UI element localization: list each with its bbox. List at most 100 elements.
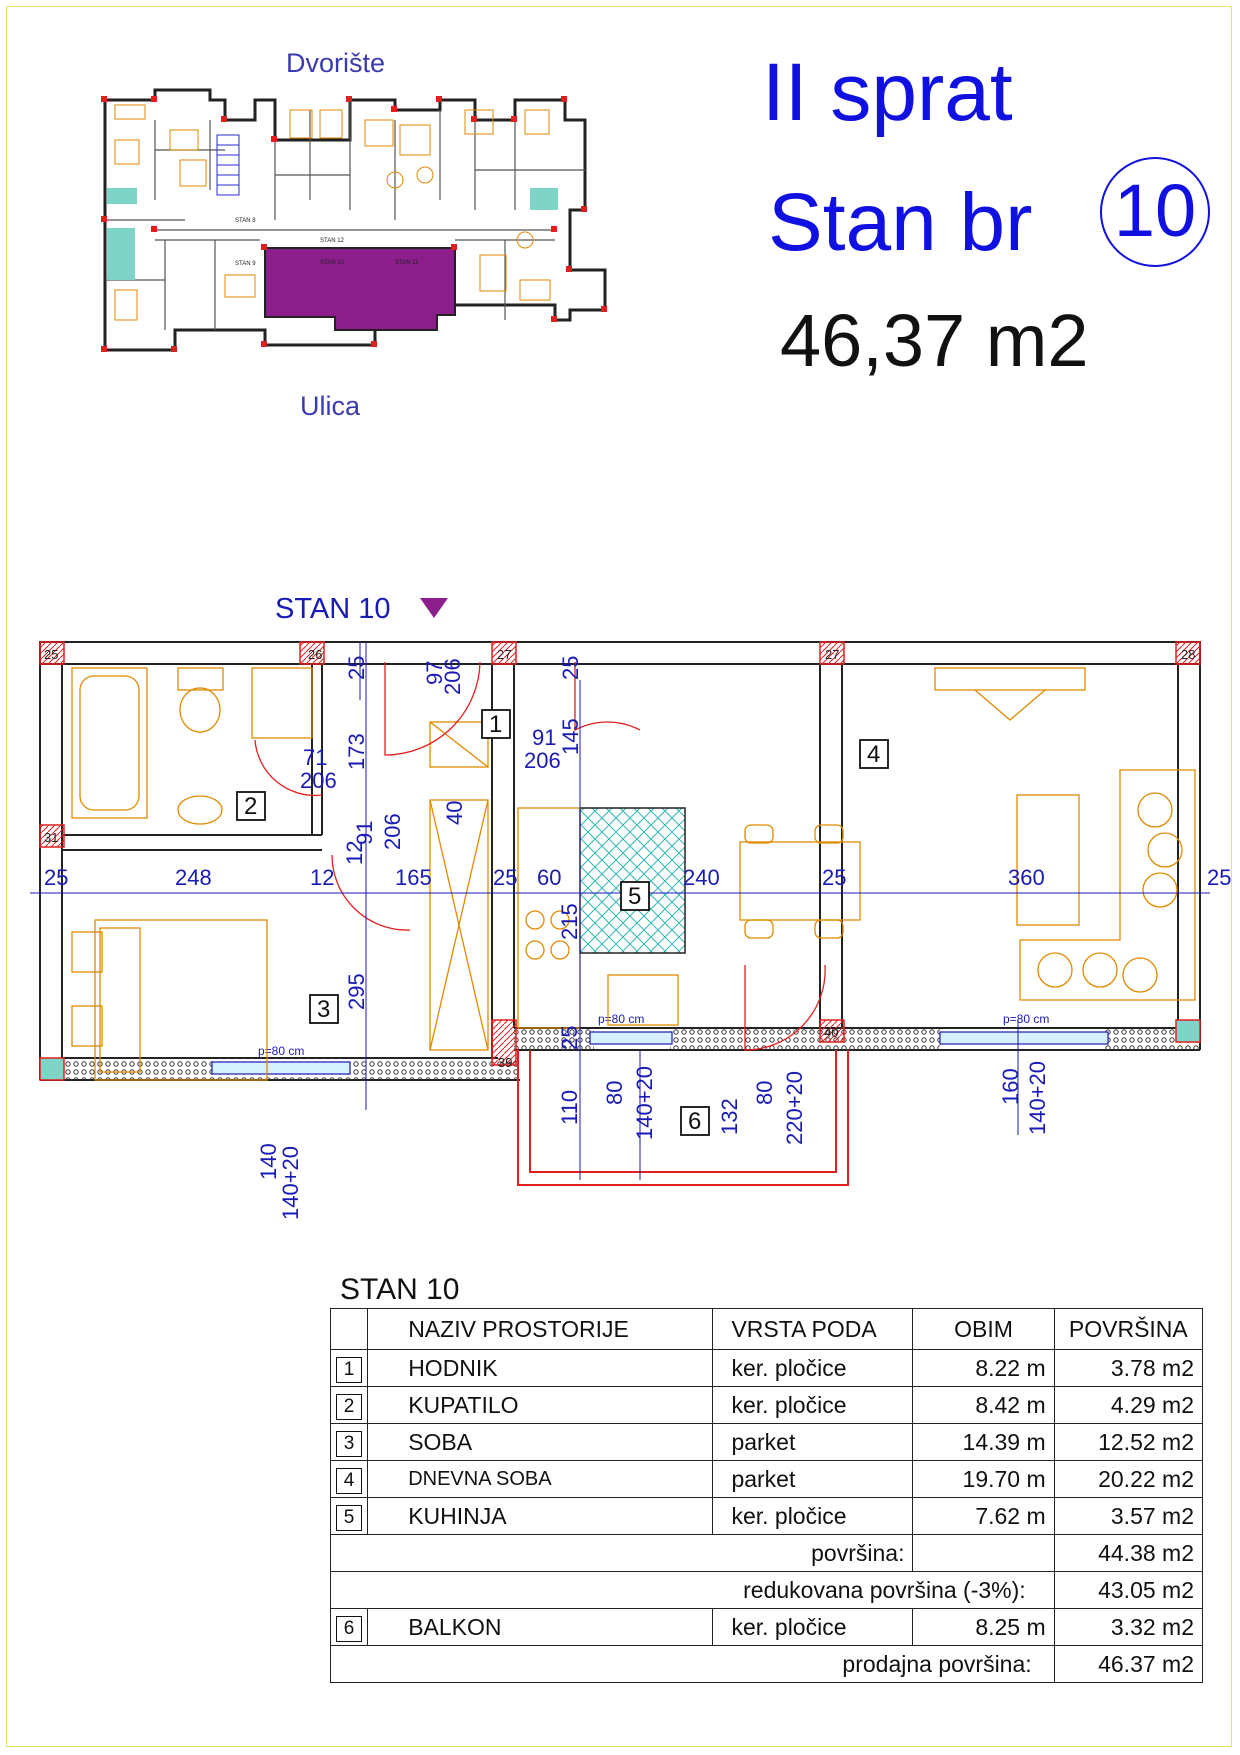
room-number-3: 3 — [317, 996, 330, 1023]
floor-plan: STAN 10 25 — [30, 593, 1231, 1220]
row-floor: ker. pločice — [712, 1386, 914, 1424]
corner-tag-27a: 27 — [497, 647, 511, 662]
dim-97: 97 — [422, 661, 447, 685]
dim-140: 140 — [256, 1143, 281, 1180]
dim-25-d: 25 — [1207, 865, 1231, 890]
row-name: BALKON — [367, 1608, 714, 1646]
row-obim: 8.42 m — [912, 1386, 1055, 1424]
room-number-2: 2 — [244, 793, 257, 820]
key-tag-stan12: STAN 12 — [320, 238, 345, 244]
row-name: SOBA — [367, 1423, 714, 1461]
corner-tag-28: 28 — [1181, 647, 1195, 662]
dim-215: 215 — [557, 903, 582, 940]
corner-tag-31: 31 — [44, 830, 58, 845]
key-plan: STAN 9 STAN 10 STAN 11 STAN 12 STAN 8 — [101, 88, 607, 352]
corner-tag-26: 26 — [308, 647, 322, 662]
key-tag-stan11: STAN 11 — [395, 260, 419, 266]
dim-71: 71 — [303, 745, 327, 770]
row-num: 1 — [336, 1356, 363, 1383]
header-name: NAZIV PROSTORIJE — [367, 1308, 714, 1350]
dim-295: 295 — [344, 973, 369, 1010]
row-num: 2 — [336, 1393, 363, 1420]
row-obim: 8.25 m — [912, 1608, 1055, 1646]
dim-132: 132 — [717, 1098, 742, 1135]
key-plan-top-label: Dvorište — [286, 48, 386, 78]
row-num: 5 — [336, 1504, 363, 1531]
row-num: 6 — [336, 1615, 363, 1642]
sales-area-label: prodajna površina: — [330, 1645, 1055, 1683]
dim-160: 160 — [998, 1068, 1023, 1105]
kitchen-tile-area — [579, 807, 686, 954]
row-obim: 7.62 m — [912, 1497, 1055, 1535]
dim-173: 173 — [344, 733, 369, 770]
row-obim: 14.39 m — [912, 1423, 1055, 1461]
dim-80-a: 80 — [602, 1081, 627, 1105]
dim-145: 145 — [558, 718, 583, 755]
summary-area-empty — [912, 1534, 1055, 1572]
dim-206-a: 206 — [440, 658, 465, 695]
summary-area-value: 44.38 m2 — [1053, 1534, 1204, 1572]
dim-220plus20: 220+20 — [782, 1071, 807, 1145]
row-povrsina: 3.32 m2 — [1053, 1608, 1204, 1646]
dim-12-b: 12 — [342, 841, 367, 865]
key-tag-stan10: STAN 10 — [320, 260, 345, 266]
dim-206-d: 206 — [380, 813, 405, 850]
dim-248: 248 — [175, 865, 212, 890]
room-number-5: 5 — [628, 883, 641, 910]
row-num: 3 — [336, 1430, 363, 1457]
row-povrsina: 20.22 m2 — [1053, 1460, 1204, 1498]
dim-360: 360 — [1008, 865, 1045, 890]
table-header-row: NAZIV PROSTORIJE VRSTA PODA OBIM POVRŠIN… — [329, 1308, 1204, 1350]
dim-240: 240 — [683, 865, 720, 890]
dim-25-f: 25 — [558, 656, 583, 680]
dim-25-e: 25 — [344, 656, 369, 680]
table-row: 1 HODNIK ker. pločice 8.22 m 3.78 m2 — [329, 1349, 1204, 1387]
dim-110: 110 — [557, 1090, 582, 1125]
row-obim: 19.70 m — [912, 1460, 1055, 1498]
page-border — [6, 6, 1232, 1747]
key-tag-stan9: STAN 9 — [235, 261, 256, 267]
row-name: KUPATILO — [367, 1386, 714, 1424]
dim-140plus20-b: 140+20 — [1025, 1061, 1050, 1135]
corner-tag-25: 25 — [44, 647, 58, 662]
row-floor: ker. pločice — [712, 1608, 914, 1646]
dim-165: 165 — [395, 865, 432, 890]
corner-tag-39: 39 — [498, 1055, 512, 1070]
table-row: 6 BALKON ker. pločice 8.25 m 3.32 m2 — [329, 1608, 1204, 1646]
row-num: 4 — [336, 1467, 363, 1494]
dim-140plus20-a: 140+20 — [632, 1066, 657, 1140]
dim-140plus20-c: 140+20 — [278, 1146, 303, 1220]
row-floor: parket — [712, 1460, 914, 1498]
dim-25-g: 25 — [557, 1026, 582, 1050]
reduced-area-value: 43.05 m2 — [1053, 1571, 1204, 1609]
row-povrsina: 12.52 m2 — [1053, 1423, 1204, 1461]
row-floor: parket — [712, 1423, 914, 1461]
dim-25-a: 25 — [44, 865, 68, 890]
dim-91-b: 91 — [352, 821, 377, 845]
reduced-area-label: redukovana površina (-3%): — [330, 1571, 1055, 1609]
table-title: STAN 10 — [340, 1273, 460, 1306]
dim-40: 40 — [442, 801, 467, 825]
room-number-6: 6 — [688, 1108, 701, 1135]
row-name: KUHINJA — [367, 1497, 714, 1535]
row-povrsina: 4.29 m2 — [1053, 1386, 1204, 1424]
table-row: 4 DNEVNA SOBA parket 19.70 m 20.22 m2 — [329, 1460, 1204, 1498]
window-label-kuhinja: p=80 cm — [598, 1012, 644, 1026]
window-label-dnevna: p=80 cm — [1003, 1012, 1049, 1026]
apartment-label: Stan br — [768, 177, 1033, 268]
sales-area-value: 46.37 m2 — [1053, 1645, 1204, 1683]
key-tag-stan8: STAN 8 — [235, 218, 256, 224]
row-name: HODNIK — [367, 1349, 714, 1387]
row-floor: ker. pločice — [712, 1349, 914, 1387]
row-floor: ker. pločice — [712, 1497, 914, 1535]
area-table: NAZIV PROSTORIJE VRSTA PODA OBIM POVRŠIN… — [329, 1308, 1204, 1683]
summary-area-row: površina: 44.38 m2 — [329, 1534, 1204, 1572]
floor-title: II sprat — [762, 47, 1013, 138]
row-povrsina: 3.78 m2 — [1053, 1349, 1204, 1387]
row-povrsina: 3.57 m2 — [1053, 1497, 1204, 1535]
plan-heading: STAN 10 — [275, 593, 391, 625]
dim-25-c: 25 — [822, 865, 846, 890]
room-number-4: 4 — [867, 741, 880, 768]
dim-12: 12 — [310, 865, 334, 890]
dim-80-b: 80 — [752, 1081, 777, 1105]
